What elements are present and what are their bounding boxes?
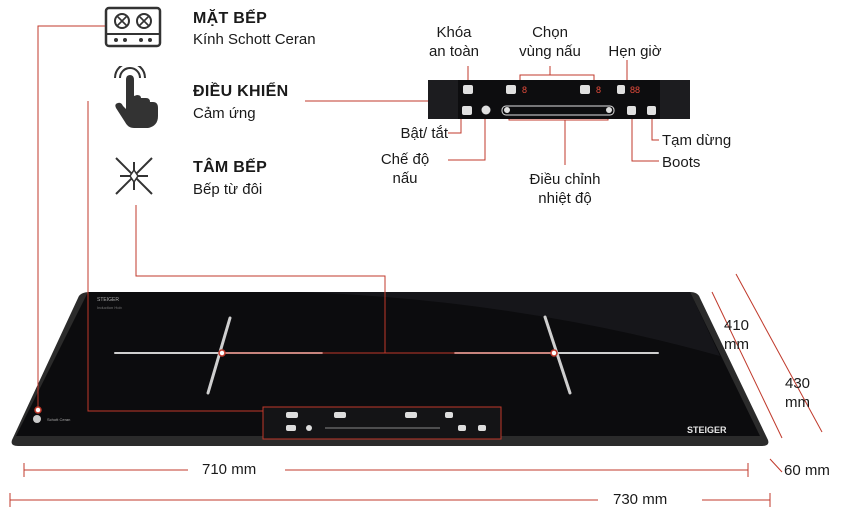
callout-lock: Khóa an toàn [428,24,480,60]
cooktop-control-strip [262,406,502,440]
zone-key-left [506,85,516,94]
temp-slider [501,105,615,116]
dimension-lines [9,273,823,507]
cooktop-icon [104,6,162,48]
callout-mode: Chế độ nấu [380,151,430,187]
control-panel: 8 8 88 [428,80,690,119]
feature-title-zones: TÂM BẾP [193,159,268,176]
induction-star-icon [114,156,154,196]
callout-zone: Chọn vùng nấu [519,24,581,60]
callout-timer: Hẹn giờ [608,43,662,60]
dimension-width: 710 mm [202,461,257,478]
feature-subtitle-zones: Bếp từ đôi [193,181,263,198]
timer-key [617,85,625,94]
cooktop-glass [11,292,769,446]
callout-temp: Điều chỉnh nhiệt độ [529,171,601,207]
dimension-height: 60 mm [784,462,830,479]
boost-key [627,106,636,115]
callout-power: Bật/ tắt [400,125,448,142]
leader-lines [37,25,659,412]
power-key [462,106,472,115]
svg-text:8: 8 [522,85,527,95]
callout-pause: Tạm dừng [662,132,732,149]
feature-subtitle-glass: Kính Schott Ceran [193,31,316,48]
brand-label: STEIGER [687,425,727,435]
zone-key-right [580,85,590,94]
pause-key [647,106,656,115]
dimension-depth: 410 mm [724,317,750,353]
svg-text:Schott Ceran: Schott Ceran [47,417,70,422]
feature-title-control: ĐIỀU KHIỂN [193,83,289,100]
svg-text:Induction Hob: Induction Hob [97,305,122,310]
svg-text:88: 88 [630,85,640,95]
dimension-depth-total: 430 mm [785,375,811,411]
callout-boost: Boots [662,154,701,171]
dimension-width-total: 730 mm [613,491,668,508]
mode-key [481,105,491,115]
svg-text:8: 8 [596,85,601,95]
svg-text:STEIGER: STEIGER [97,297,119,303]
lock-key [463,85,473,94]
feature-title-glass: MẶT BẾP [193,10,268,27]
feature-subtitle-control: Cảm ứng [193,105,256,122]
